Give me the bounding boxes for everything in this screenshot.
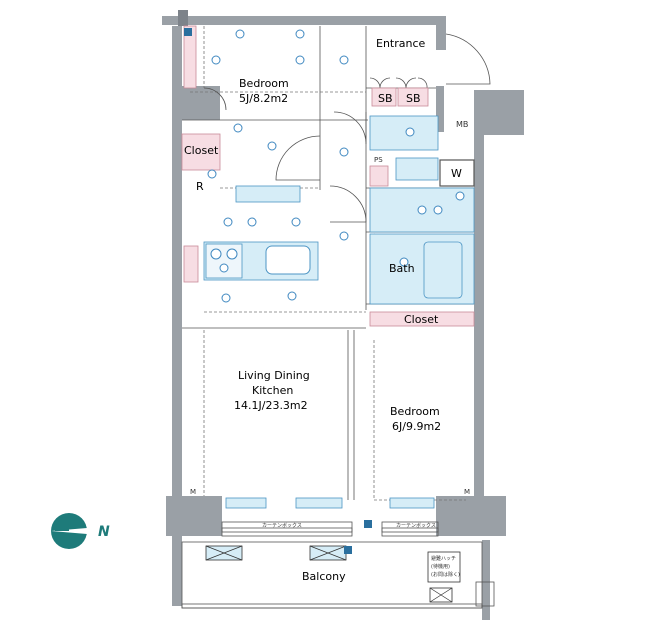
evac-line1: 避難ハッチ bbox=[431, 555, 456, 562]
room-label-bedroom2: Bedroom bbox=[390, 405, 440, 418]
curtain-box-label: カーテンボックス bbox=[262, 522, 302, 529]
meter-mark: M bbox=[190, 488, 196, 496]
outdoor-unit-cross bbox=[309, 545, 347, 561]
room-size-bedroom2: 6J/9.9m2 bbox=[392, 420, 441, 433]
east-wall bbox=[474, 90, 484, 505]
room-size-ldk: 14.1J/23.3m2 bbox=[234, 399, 308, 412]
balcony-west-wall bbox=[172, 536, 182, 606]
shoe-box-2 bbox=[397, 87, 429, 107]
southwest-column bbox=[166, 496, 222, 536]
fridge-area bbox=[183, 245, 199, 283]
label-w: W bbox=[451, 167, 462, 180]
pipe-space bbox=[369, 165, 389, 187]
shoe-box-1 bbox=[371, 87, 397, 107]
entrance-wall-lower bbox=[436, 86, 444, 132]
burner bbox=[226, 248, 238, 260]
entrance-door-swing bbox=[445, 33, 491, 85]
ceiling-lights bbox=[207, 29, 465, 303]
outlet-marks bbox=[184, 28, 372, 554]
evac-line3: (お問は除く) bbox=[431, 571, 460, 578]
washing-machine-space bbox=[439, 159, 475, 187]
evac-line2: (待機用) bbox=[431, 563, 450, 570]
east-column bbox=[474, 90, 524, 135]
north-wall bbox=[162, 16, 446, 25]
label-r: R bbox=[196, 180, 204, 193]
compass-north-label: N bbox=[98, 524, 110, 540]
label-sb2: SB bbox=[406, 92, 421, 105]
wall-pillar bbox=[178, 10, 188, 26]
room-label-closet2: Closet bbox=[404, 313, 439, 326]
entrance-wall bbox=[436, 16, 446, 50]
door-swing bbox=[275, 135, 321, 181]
door-swing bbox=[333, 111, 367, 145]
door-swing bbox=[203, 87, 227, 111]
meter-mark: M bbox=[464, 488, 470, 496]
window-glass bbox=[221, 527, 353, 533]
kitchen-sink bbox=[265, 245, 311, 275]
balcony-rail bbox=[181, 603, 483, 609]
room-label-closet1: Closet bbox=[184, 144, 219, 157]
curtain-box-label: カーテンボックス bbox=[396, 522, 436, 529]
burner bbox=[210, 248, 222, 260]
kitchen-cabinet bbox=[235, 185, 301, 203]
burner bbox=[219, 263, 229, 273]
window-sill bbox=[389, 497, 435, 509]
label-sb1: SB bbox=[378, 92, 393, 105]
door-swing bbox=[329, 185, 367, 223]
label-mb: MB bbox=[456, 120, 468, 129]
closet-2 bbox=[369, 311, 475, 327]
room-size-bedroom1: 5J/8.2m2 bbox=[239, 92, 288, 105]
stove bbox=[205, 243, 243, 279]
shoe-box-doors bbox=[369, 77, 428, 89]
room-label-entrance: Entrance bbox=[376, 37, 426, 50]
room-label-ldk-line1: Living Dining bbox=[238, 369, 310, 382]
label-ps: PS bbox=[374, 156, 383, 164]
window-glass bbox=[381, 527, 439, 533]
west-wall bbox=[172, 120, 182, 518]
room-label-bath: Bath bbox=[389, 262, 415, 275]
compass-icon bbox=[51, 513, 87, 549]
toilet-room bbox=[369, 115, 439, 151]
washbasin bbox=[395, 157, 439, 181]
balcony-east-wall bbox=[482, 540, 490, 620]
window-sill bbox=[225, 497, 267, 509]
closet-1 bbox=[181, 133, 221, 171]
west-column bbox=[172, 86, 220, 120]
balcony-ladder bbox=[475, 581, 495, 607]
room-label-balcony: Balcony bbox=[302, 570, 346, 583]
evacuation-hatch-label-box bbox=[427, 551, 461, 583]
window-sill bbox=[295, 497, 343, 509]
southeast-column bbox=[436, 496, 506, 536]
room-label-bedroom1: Bedroom bbox=[239, 77, 289, 90]
outdoor-unit-cross bbox=[205, 545, 243, 561]
room-label-ldk-line2: Kitchen bbox=[252, 384, 293, 397]
curtain-box bbox=[183, 25, 197, 89]
hatch-cross bbox=[429, 587, 453, 603]
west-wall-upper bbox=[172, 26, 182, 86]
bathtub bbox=[423, 241, 463, 299]
